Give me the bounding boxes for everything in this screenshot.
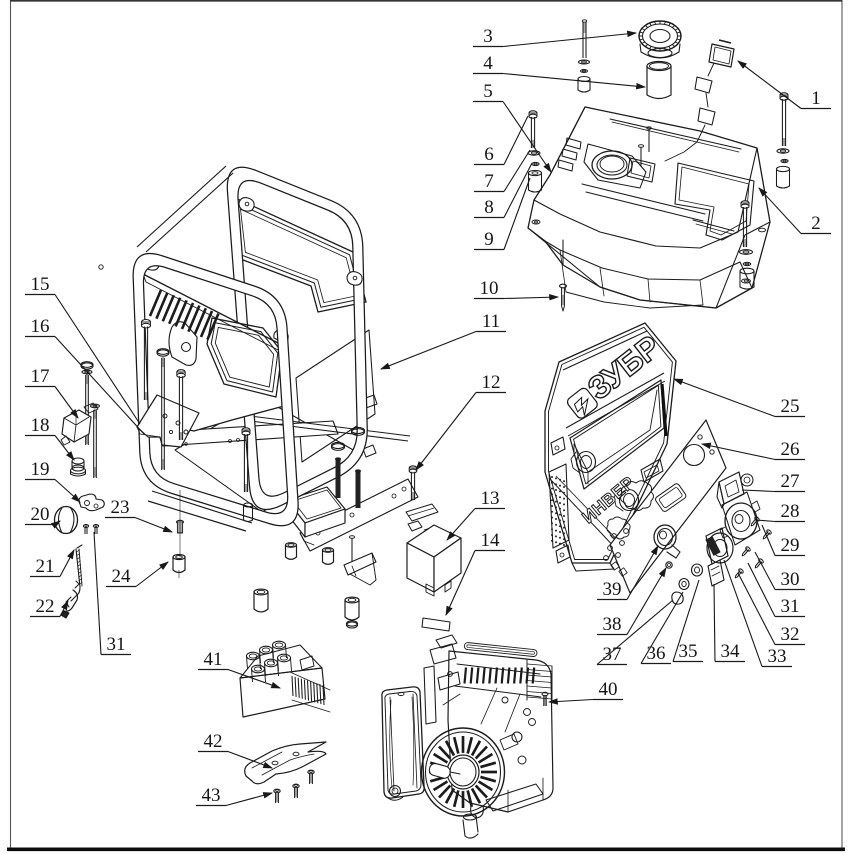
svg-text:41: 41 [204,649,223,670]
svg-text:23: 23 [111,497,130,518]
svg-text:2: 2 [811,213,821,234]
svg-text:20: 20 [31,504,50,525]
svg-text:18: 18 [31,415,50,436]
svg-text:5: 5 [483,81,493,102]
svg-text:27: 27 [781,471,800,492]
svg-text:40: 40 [599,679,618,700]
svg-text:36: 36 [647,643,666,664]
svg-text:31: 31 [107,634,126,655]
svg-text:43: 43 [202,785,221,806]
svg-text:16: 16 [31,316,50,337]
svg-text:1: 1 [811,88,821,109]
svg-text:17: 17 [31,366,50,387]
svg-text:34: 34 [721,641,741,662]
svg-text:12: 12 [482,372,501,393]
svg-text:39: 39 [603,579,622,600]
svg-text:19: 19 [31,459,50,480]
svg-text:8: 8 [484,197,494,218]
svg-text:37: 37 [603,644,622,665]
svg-text:32: 32 [781,624,800,645]
svg-text:10: 10 [480,278,499,299]
svg-text:15: 15 [31,274,50,295]
svg-text:42: 42 [204,731,223,752]
svg-text:14: 14 [481,530,501,551]
svg-text:21: 21 [36,556,55,577]
svg-text:22: 22 [36,596,55,617]
svg-text:24: 24 [112,566,132,587]
svg-text:35: 35 [679,641,698,662]
svg-text:30: 30 [781,569,800,590]
svg-text:11: 11 [482,311,500,332]
svg-text:28: 28 [781,501,800,522]
svg-text:31: 31 [781,596,800,617]
svg-text:25: 25 [781,396,800,417]
svg-text:9: 9 [484,229,494,250]
svg-text:4: 4 [483,53,493,74]
svg-text:38: 38 [603,614,622,635]
svg-text:26: 26 [781,439,800,460]
svg-text:13: 13 [481,488,500,509]
svg-text:33: 33 [768,646,787,667]
svg-text:7: 7 [484,171,494,192]
svg-text:6: 6 [484,144,494,165]
svg-text:3: 3 [483,26,493,47]
svg-text:29: 29 [781,535,800,556]
